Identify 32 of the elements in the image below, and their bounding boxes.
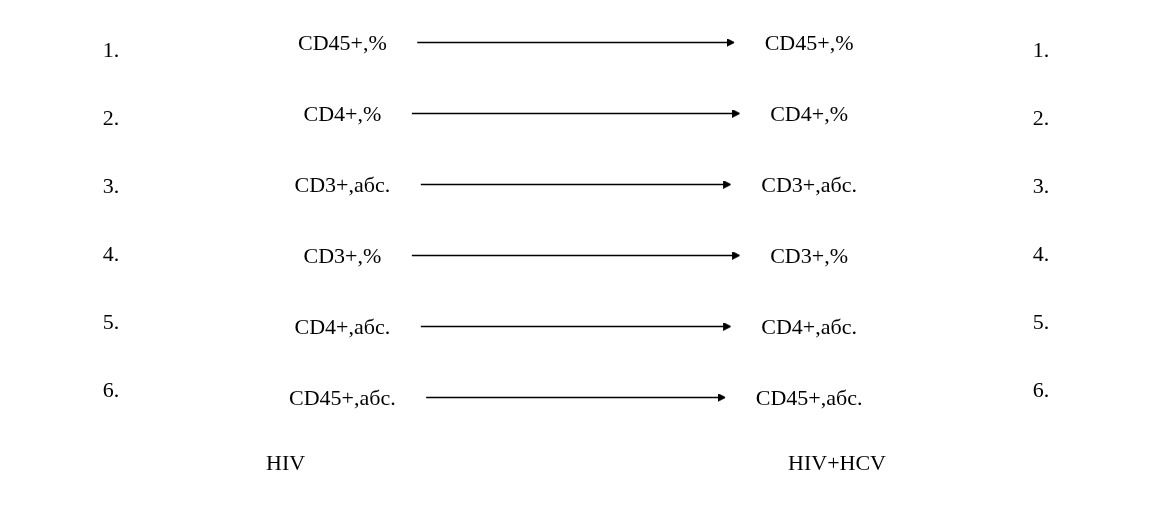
row-number: 6. [101, 377, 121, 403]
row-number: 5. [101, 309, 121, 335]
node-text: CD4+,% [770, 101, 849, 126]
node-text: CD45+,абс. [289, 385, 396, 410]
row-number: 3. [1031, 173, 1051, 199]
node-text: CD3+,абс. [294, 172, 391, 197]
arrow [419, 322, 732, 331]
row-number: 5. [1031, 309, 1051, 335]
arrow [419, 180, 732, 189]
column-label: HIV [266, 450, 306, 476]
node-text: CD45+,абс. [756, 385, 863, 410]
row-number: 1. [1031, 37, 1051, 63]
arrow [410, 251, 741, 260]
row-number: 2. [1031, 105, 1051, 131]
row-number: 4. [1031, 241, 1051, 267]
node-text: CD45+,% [298, 30, 388, 55]
arrow [410, 109, 741, 118]
row-number: 3. [101, 173, 121, 199]
row-number: 1. [101, 37, 121, 63]
node-text: CD4+,абс. [294, 314, 391, 339]
node-text: CD4+,% [303, 101, 382, 126]
node-text: CD3+,абс. [761, 172, 858, 197]
node-text: CD4+,абс. [761, 314, 858, 339]
column-label: HIV+HCV [788, 450, 886, 476]
row-number: 2. [101, 105, 121, 131]
row-number: 6. [1031, 377, 1051, 403]
arrow [416, 38, 736, 47]
node-text: CD3+,% [303, 243, 382, 268]
row-number: 4. [101, 241, 121, 267]
arrow [425, 393, 727, 402]
node-text: CD3+,% [770, 243, 849, 268]
node-text: CD45+,% [764, 30, 854, 55]
